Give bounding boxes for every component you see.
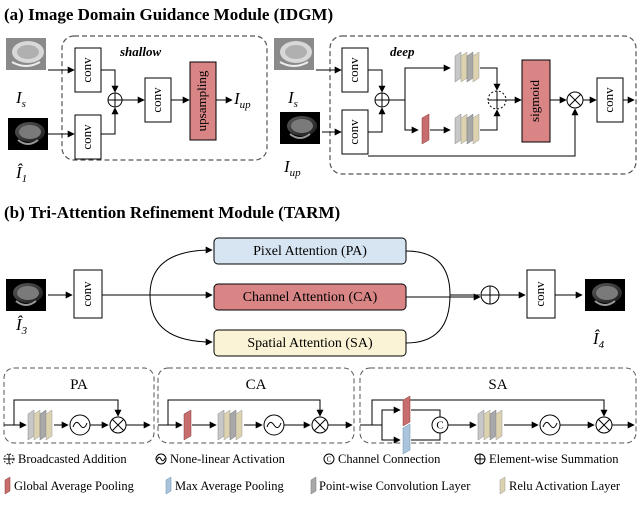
svg-text:Relu Activation Layer: Relu Activation Layer (509, 479, 621, 493)
deep-pool-red (421, 113, 430, 145)
tarm-conv-in (73, 269, 103, 319)
svg-text:conv: conv (79, 124, 94, 150)
input-image-iup (279, 111, 321, 145)
label-iup-output: Iup (233, 89, 251, 111)
sa-detail-box (359, 367, 637, 444)
label-is-left: Is (15, 88, 26, 110)
svg-text:Point-wise Convolution Layer: Point-wise Convolution Layer (319, 479, 471, 493)
shallow-conv-2 (74, 114, 102, 160)
label-i3: Î3 (15, 315, 28, 337)
label-i4: Î4 (592, 329, 605, 351)
input-image-i3 (5, 278, 47, 312)
svg-text:PA: PA (70, 377, 88, 393)
svg-text:C: C (436, 420, 443, 432)
sigmoid-block (521, 59, 551, 143)
svg-text:Broadcasted Addition: Broadcasted Addition (18, 452, 127, 466)
pa-conv-stack (27, 409, 53, 441)
sa-pool-blue (402, 423, 411, 455)
svg-text:conv: conv (79, 281, 94, 307)
label-i1: Î1 (15, 163, 27, 185)
svg-text:conv: conv (601, 87, 616, 113)
svg-text:conv: conv (346, 119, 361, 145)
svg-text:CA: CA (246, 377, 267, 393)
label-iup-deep: Iup (283, 157, 301, 179)
shallow-box (61, 35, 268, 161)
output-image-i4 (584, 278, 626, 312)
sa-conv-stack (477, 409, 503, 441)
section-b-title: (b) Tri-Attention Refinement Module (TAR… (4, 203, 340, 222)
svg-text:Channel Connection: Channel Connection (338, 452, 441, 466)
ca-detail-box (157, 367, 355, 444)
sa-pool-red (402, 395, 411, 427)
svg-text:upsampling: upsampling (194, 70, 209, 131)
svg-text:Channel Attention (CA): Channel Attention (CA) (243, 290, 378, 305)
pointwise-conv-icon (310, 476, 317, 495)
deep-label: deep (390, 44, 415, 59)
pa-detail-box (3, 367, 155, 444)
svg-text:Max Average Pooling: Max Average Pooling (175, 479, 285, 493)
upsampling-block (189, 61, 217, 141)
svg-text:conv: conv (346, 57, 361, 83)
deep-conv-1 (341, 47, 369, 93)
input-image-is-shallow (5, 37, 47, 71)
deep-conv-3 (596, 77, 624, 123)
svg-text:conv: conv (532, 281, 547, 307)
shallow-conv-3 (144, 77, 172, 123)
channel-connection-icon (323, 453, 335, 465)
svg-text:Spatial Attention (SA): Spatial Attention (SA) (247, 336, 373, 351)
svg-text:SA: SA (488, 377, 507, 393)
deep-box (329, 35, 637, 175)
svg-text:C: C (327, 456, 332, 464)
svg-text:conv: conv (79, 57, 94, 83)
ca-pool-red (183, 409, 192, 441)
input-image-is-deep (273, 37, 315, 71)
svg-text:conv: conv (149, 87, 164, 113)
max-avg-pool-icon (165, 476, 172, 495)
deep-upper-conv-stack (454, 51, 480, 83)
shallow-label: shallow (119, 44, 162, 59)
svg-text:Element-wise Summation: Element-wise Summation (489, 452, 619, 466)
label-is-deep: Is (287, 88, 298, 110)
input-image-i1 (7, 117, 49, 151)
svg-text:Global Average Pooling: Global Average Pooling (14, 479, 135, 493)
relu-layer-icon (499, 476, 506, 495)
tarm-conv-out (526, 269, 556, 319)
section-a-title: (a) Image Domain Guidance Module (IDGM) (4, 5, 333, 24)
svg-text:Pixel Attention (PA): Pixel Attention (PA) (253, 244, 367, 259)
deep-lower-conv-stack (454, 113, 480, 145)
svg-text:None-linear Activation: None-linear Activation (170, 452, 286, 466)
legend: Broadcasted Addition None-linear Activat… (3, 452, 621, 495)
ca-conv-stack (217, 409, 243, 441)
global-avg-pool-icon (4, 476, 11, 495)
svg-text:sigmoid: sigmoid (527, 80, 542, 122)
shallow-conv-1 (74, 47, 102, 93)
